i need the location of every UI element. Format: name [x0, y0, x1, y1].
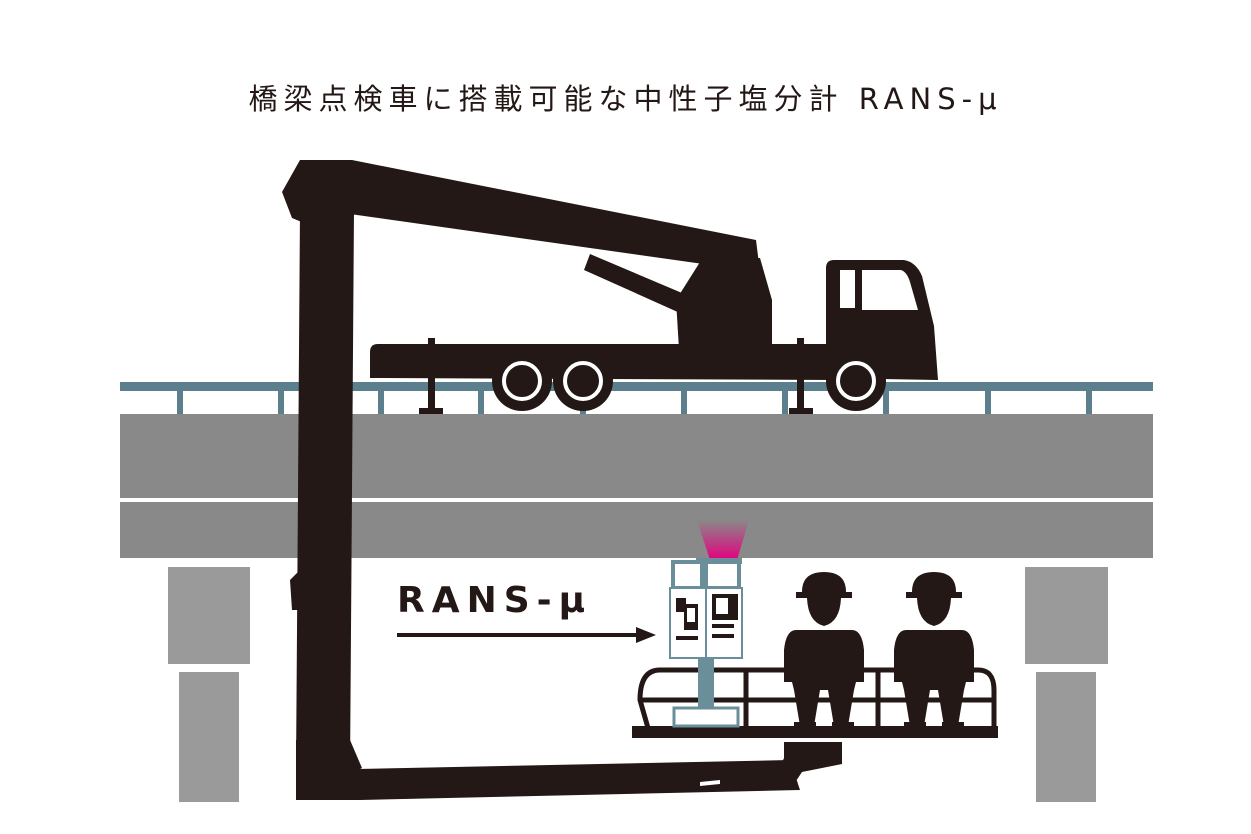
- outrigger-right: [797, 338, 804, 412]
- bridge-deck: [120, 414, 1153, 558]
- guardrail-post: [985, 391, 991, 414]
- worker-foot: [904, 722, 926, 728]
- truck-wheel-rim: [563, 361, 603, 401]
- device-panel: [712, 634, 734, 638]
- boom-arm-icon: [282, 160, 842, 800]
- outrigger-left: [428, 338, 435, 412]
- truck-wheel-rim: [836, 361, 876, 401]
- worker-face: [917, 598, 951, 626]
- boom-platform-joint-detail: [700, 780, 720, 786]
- neutron-beam: [697, 520, 749, 560]
- truck-wheel: [826, 351, 886, 411]
- arrow-head: [636, 627, 656, 643]
- page-title: 橋梁点検車に搭載可能な中性子塩分計 RANS-μ: [248, 82, 1003, 116]
- worker-body: [784, 630, 864, 726]
- pier-left-lower: [179, 672, 239, 802]
- boom-platform-joint: [770, 742, 842, 790]
- guardrail-post: [177, 391, 183, 414]
- boom-vertical-arm: [296, 210, 354, 770]
- rans-mu-device-icon: [669, 558, 743, 728]
- guardrail-post: [378, 391, 384, 414]
- device-panel-screen: [716, 598, 728, 614]
- truck-wheel: [492, 351, 552, 411]
- worker-icon: [784, 572, 864, 728]
- pier-left-upper: [168, 567, 250, 664]
- guardrail-post: [681, 391, 687, 414]
- outrigger-right-foot: [789, 408, 813, 414]
- deck-upper-slab: [120, 414, 1153, 498]
- boom-turret: [676, 258, 772, 366]
- guardrail: [120, 382, 1153, 414]
- device-panel-screen: [687, 608, 695, 622]
- deck-lower-girder: [120, 502, 1153, 558]
- boom-vertical-joint: [290, 566, 306, 610]
- outrigger-left-foot: [419, 408, 443, 414]
- platform-floor: [632, 726, 998, 738]
- worker-foot: [794, 722, 816, 728]
- worker-foot: [832, 722, 854, 728]
- worker-foot: [942, 722, 964, 728]
- worker-face: [807, 598, 841, 626]
- boom-hydraulic: [352, 172, 466, 204]
- boom-lower-arm: [300, 760, 800, 800]
- inspection-truck-icon: [370, 258, 938, 414]
- truck-wheel: [553, 351, 613, 411]
- device-panel: [712, 624, 734, 628]
- pier-right-upper: [1025, 567, 1108, 664]
- boom-hydraulic: [584, 254, 708, 322]
- device-panel: [676, 636, 698, 640]
- worker-icon: [894, 572, 974, 728]
- truck-wheel-rim: [502, 361, 542, 401]
- arrow-right-icon: [397, 627, 656, 643]
- guardrail-post: [883, 391, 889, 414]
- guardrail-post: [782, 391, 788, 414]
- worker-helmet: [906, 572, 962, 598]
- guardrail-top-rail: [120, 382, 1153, 391]
- arrow-shaft: [397, 633, 641, 637]
- worker-helmet: [796, 572, 852, 598]
- device-stand: [698, 658, 714, 708]
- guardrail-post: [478, 391, 484, 414]
- device-column: [700, 562, 708, 588]
- guardrail-post: [278, 391, 284, 414]
- bridge-piers: [168, 567, 1108, 802]
- guardrail-post: [1086, 391, 1092, 414]
- truck-cab-window: [840, 270, 855, 308]
- truck-cab-window: [862, 270, 918, 310]
- device-panel: [676, 598, 686, 612]
- worker-body: [894, 630, 974, 726]
- pier-right-lower: [1036, 672, 1096, 802]
- device-base: [672, 706, 740, 728]
- device-label: RANS-μ: [397, 580, 593, 621]
